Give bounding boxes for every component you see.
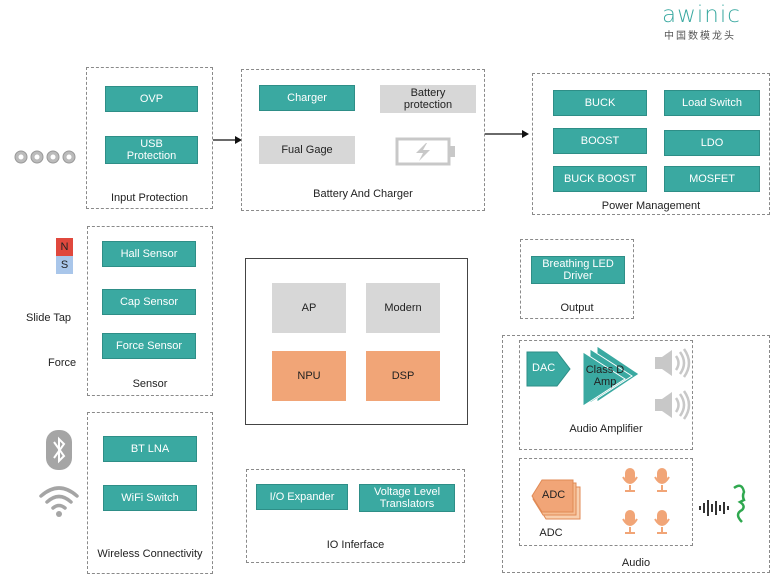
breathing-led-driver-block: Breathing LED Driver	[531, 256, 625, 284]
ovp-block: OVP	[105, 86, 198, 112]
brand-subtitle: 中国数模龙头	[664, 31, 736, 42]
hall-sensor-block: Hall Sensor	[102, 241, 196, 267]
power-management-group: BUCK Load Switch BOOST LDO BUCK BOOST MO…	[532, 73, 770, 215]
buck-boost-block: BUCK BOOST	[553, 166, 647, 192]
magnet-south: S	[56, 256, 73, 274]
mosfet-block: MOSFET	[664, 166, 760, 192]
usb-port-icon	[14, 150, 76, 164]
output-group: Breathing LED Driver Output	[520, 239, 634, 319]
force-sensor-block: Force Sensor	[102, 333, 196, 359]
magnet-north: N	[56, 238, 73, 256]
battery-charger-label: Battery And Charger	[313, 188, 413, 200]
dac-label: DAC	[532, 362, 556, 374]
sensor-label: Sensor	[132, 378, 168, 390]
ldo-block: LDO	[664, 130, 760, 156]
class-d-amp-label: Class D Amp	[585, 364, 625, 388]
load-switch-block: Load Switch	[664, 90, 760, 116]
audio-amplifier-group: DAC Class D Amp Audio Amplifier	[519, 340, 693, 450]
io-interface-label: IO Inferface	[326, 539, 385, 551]
charger-block: Charger	[259, 85, 355, 111]
audio-label: Audio	[621, 557, 651, 569]
arrow-input-to-battery	[213, 136, 242, 144]
microphone-icon	[622, 468, 670, 534]
class-d-amp-shape	[582, 345, 640, 407]
arrow-battery-to-power	[485, 130, 529, 138]
magnet-icon: N S	[56, 238, 73, 274]
power-management-label: Power Management	[601, 200, 701, 212]
boost-block: BOOST	[553, 128, 647, 154]
bluetooth-icon	[46, 430, 72, 470]
adc-label: ADC	[539, 527, 563, 539]
battery-charger-group: Charger Battery protection Fual Gage Bat…	[241, 69, 485, 211]
input-protection-label: Input Protection	[110, 192, 189, 204]
adc-block-label: ADC	[542, 489, 566, 501]
output-label: Output	[560, 302, 594, 314]
buck-block: BUCK	[553, 90, 647, 116]
io-interface-group: I/O Expander Voltage Level Translators I…	[246, 469, 465, 563]
speaker-icon	[655, 348, 691, 420]
processor-group: AP Modern NPU DSP	[245, 258, 468, 425]
input-protection-group: OVP USB Protection Input Protection	[86, 67, 213, 209]
battery-icon	[395, 137, 455, 166]
modern-block: Modern	[366, 283, 440, 333]
io-expander-block: I/O Expander	[256, 484, 348, 510]
brand-logo: awinic 中国数模龙头	[662, 2, 772, 42]
dac-shape	[526, 351, 571, 387]
wireless-group: BT LNA WiFi Switch Wireless Connectivity	[87, 412, 213, 574]
wifi-icon	[39, 486, 79, 517]
audio-amplifier-label: Audio Amplifier	[569, 423, 643, 435]
bt-lna-block: BT LNA	[103, 436, 197, 462]
battery-protection-block: Battery protection	[380, 85, 476, 113]
wifi-switch-block: WiFi Switch	[103, 485, 197, 511]
voltage-level-translators-block: Voltage Level Translators	[359, 484, 455, 512]
adc-group: ADC ADC	[519, 458, 693, 546]
voice-wave-icon	[699, 484, 746, 523]
wireless-label: Wireless Connectivity	[97, 548, 203, 560]
cap-sensor-block: Cap Sensor	[102, 289, 196, 315]
fual-gage-block: Fual Gage	[259, 136, 355, 164]
adc-shape	[531, 479, 581, 520]
usb-protection-block: USB Protection	[105, 136, 198, 164]
brand-logo-text: awinic	[662, 2, 741, 28]
slide-tap-label: Slide Tap	[26, 312, 72, 324]
ap-block: AP	[272, 283, 346, 333]
force-label: Force	[48, 357, 77, 369]
sensor-group: Hall Sensor Cap Sensor Force Sensor Sens…	[87, 226, 213, 396]
dsp-block: DSP	[366, 351, 440, 401]
npu-block: NPU	[272, 351, 346, 401]
